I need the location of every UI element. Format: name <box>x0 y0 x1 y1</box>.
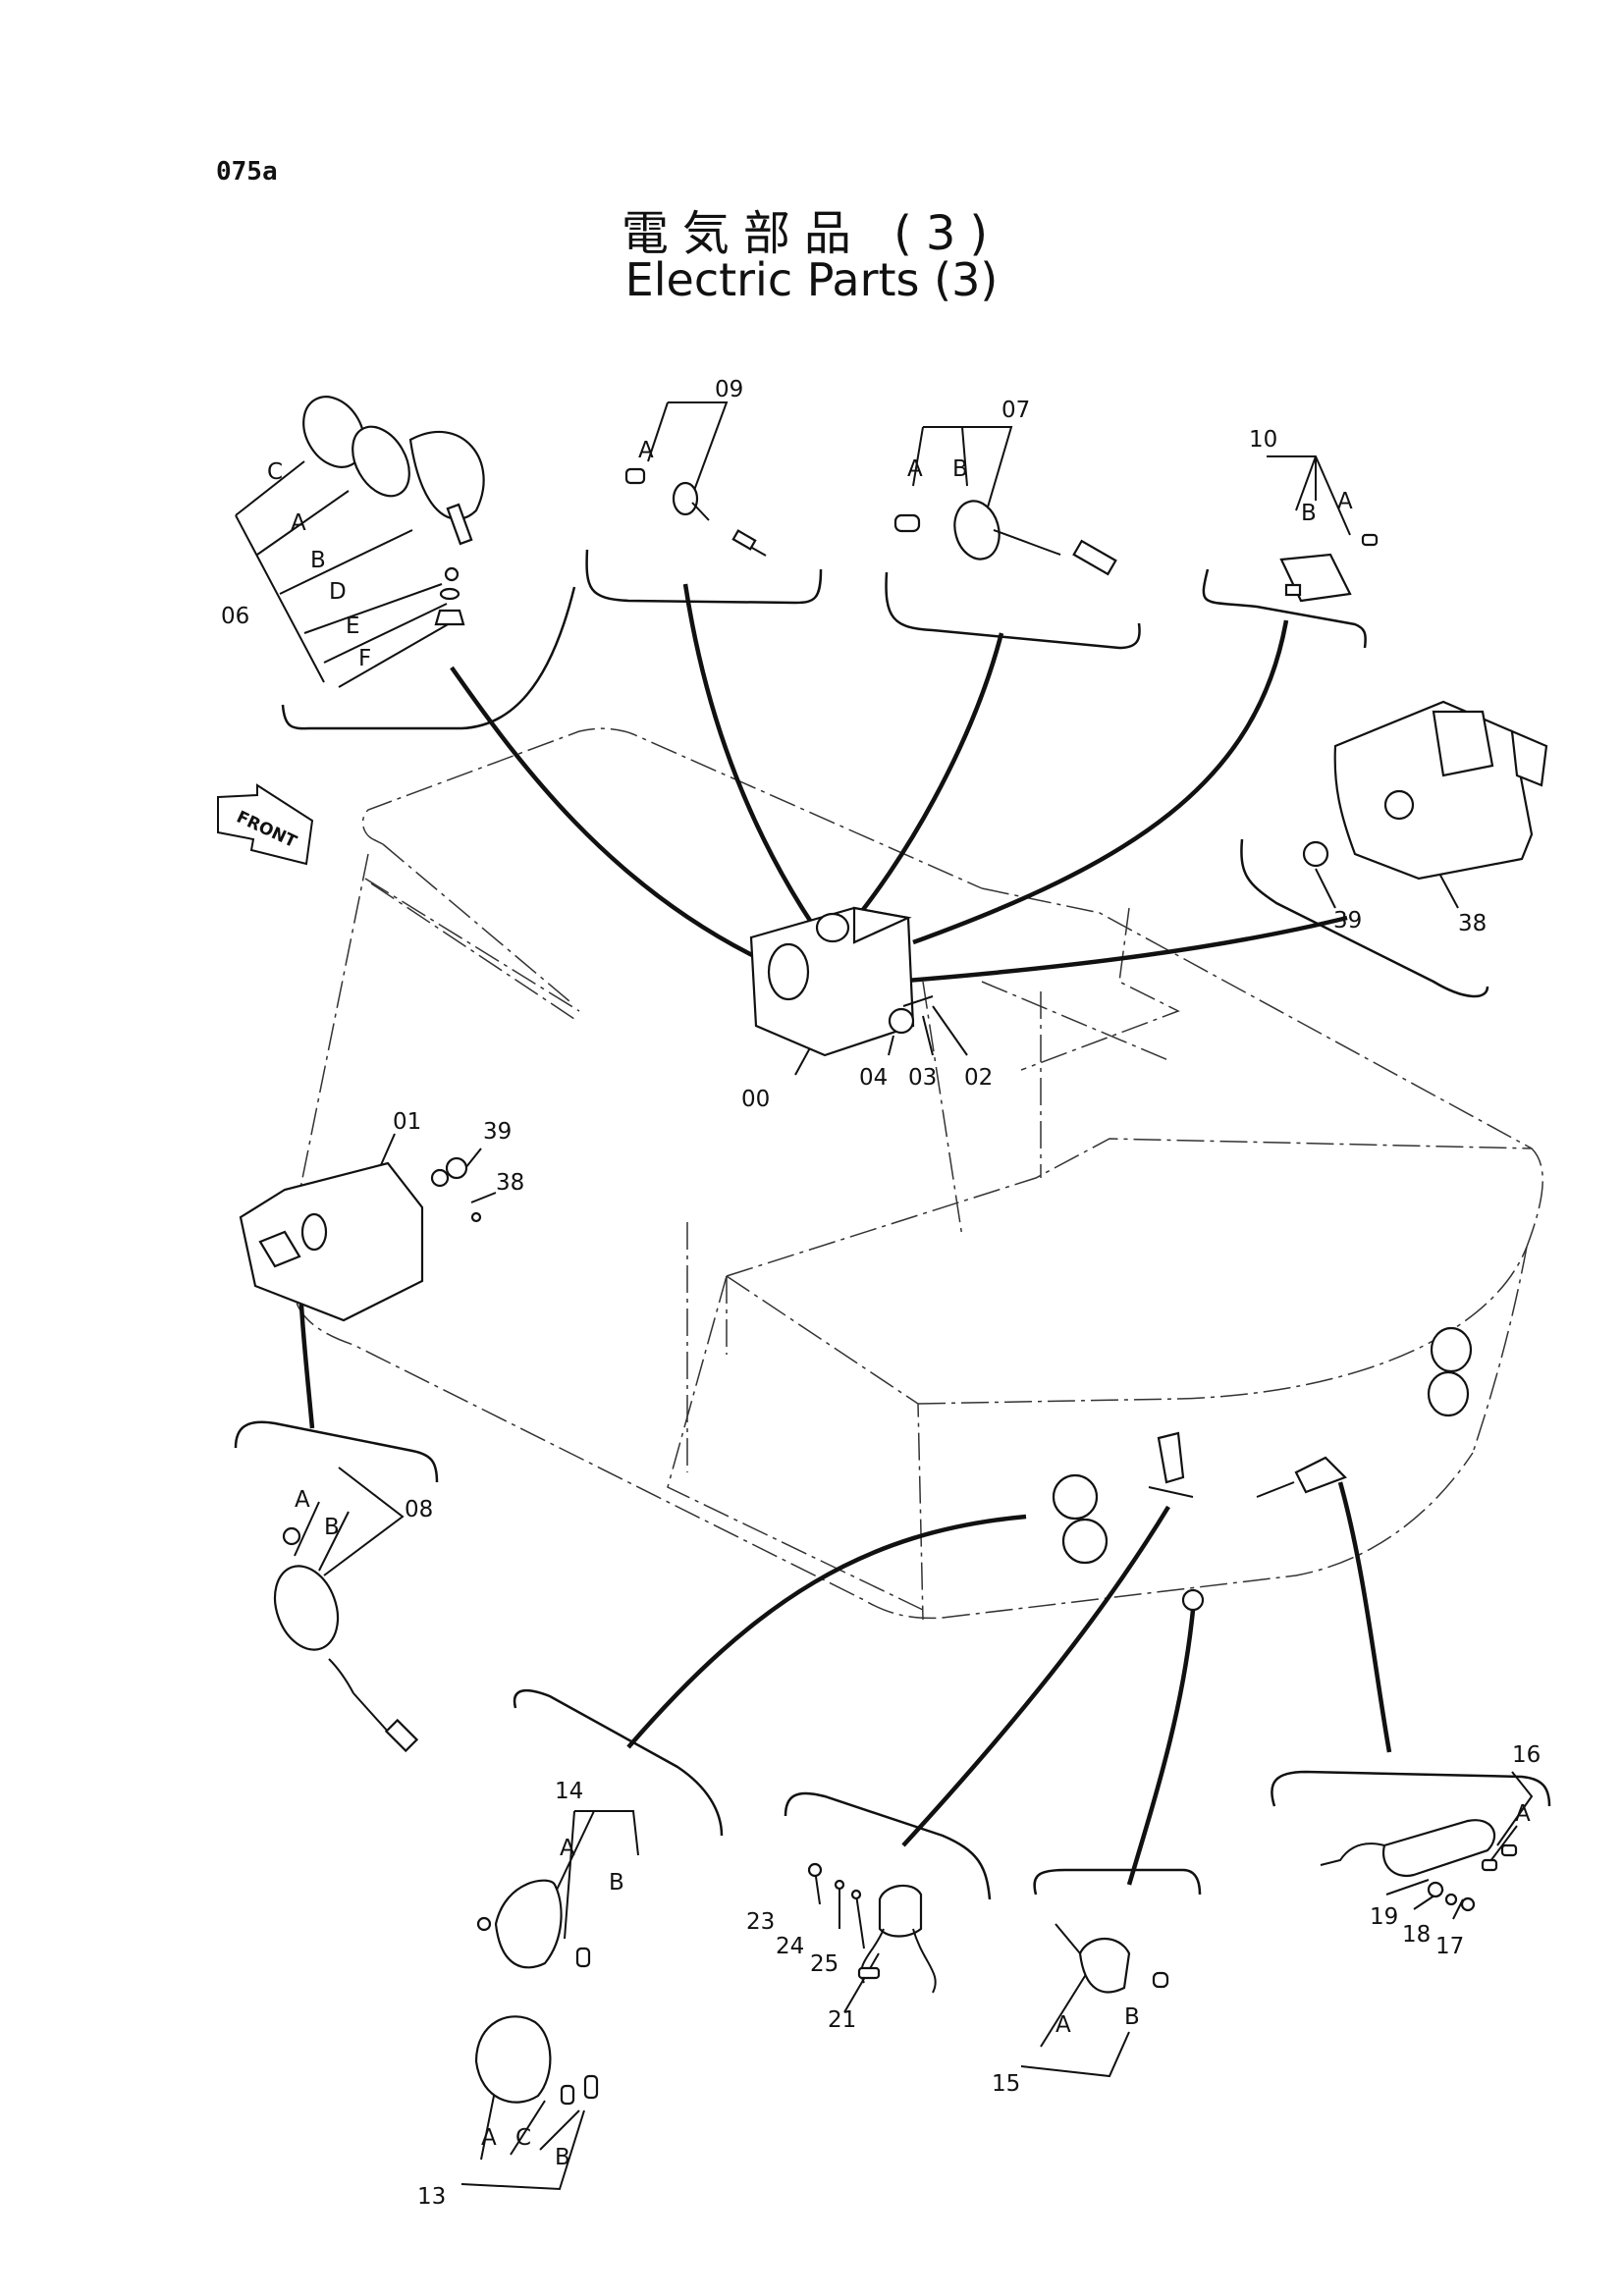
callout-08-a: A <box>295 1487 310 1513</box>
callout-07-b: B <box>952 456 968 482</box>
callout-10-a: A <box>1337 489 1353 514</box>
title-english: Electric Parts (3) <box>624 253 999 306</box>
callout-06-b: B <box>310 548 326 573</box>
callout-24: 24 <box>776 1934 804 1959</box>
callout-labels: 06 C A B D E F 09 A 07 A B 10 B A 39 38 … <box>221 377 1541 2210</box>
callout-25: 25 <box>810 1951 839 1977</box>
callout-15-b: B <box>1124 2004 1140 2030</box>
part-08-lamp-socket <box>273 1526 419 1753</box>
title-japanese: 電気部品 (3) <box>621 206 1002 261</box>
callout-19: 19 <box>1370 1904 1398 1930</box>
callout-08-b: B <box>324 1515 340 1540</box>
callout-15-a: A <box>1055 2012 1071 2038</box>
callout-09-a: A <box>638 438 654 463</box>
callout-04: 04 <box>859 1065 888 1091</box>
callout-38-left: 38 <box>496 1170 524 1196</box>
callout-08: 08 <box>405 1497 433 1522</box>
callout-10-b: B <box>1301 501 1317 526</box>
callout-06-a: A <box>291 510 306 536</box>
part-15-switch <box>1055 1923 1169 1994</box>
callout-18: 18 <box>1402 1922 1431 1948</box>
callout-16-a: A <box>1515 1801 1531 1827</box>
front-direction-arrow: FRONT <box>217 783 314 866</box>
leader-lines <box>297 583 1392 1886</box>
callout-06: 06 <box>221 604 249 629</box>
callout-17: 17 <box>1435 1934 1464 1959</box>
part-10-lamp-holder <box>1279 533 1379 603</box>
part-16-lamp-assembly <box>1320 1819 1518 1912</box>
part-01-left-bracket <box>239 1156 482 1322</box>
callout-13-a: A <box>481 2125 497 2151</box>
part-09-lamp-socket <box>624 467 767 557</box>
callout-06-c: C <box>267 459 283 485</box>
part-00-center-bracket <box>749 906 934 1057</box>
callout-14: 14 <box>555 1779 583 1804</box>
callout-14-a: A <box>560 1836 575 1861</box>
callout-group-arcs <box>234 549 1551 1900</box>
callout-03: 03 <box>908 1065 937 1091</box>
callout-06-e: E <box>346 614 360 639</box>
part-06-work-light <box>302 396 485 626</box>
callout-06-f: F <box>358 646 371 671</box>
machine-body-outline <box>294 727 1543 1621</box>
callout-07-a: A <box>907 456 923 482</box>
callout-01: 01 <box>393 1109 421 1135</box>
part-right-lamp-housing <box>1302 700 1548 881</box>
callout-09: 09 <box>715 377 743 402</box>
callout-07: 07 <box>1001 398 1030 423</box>
callout-15: 15 <box>992 2071 1020 2097</box>
callout-13-b: B <box>555 2145 570 2170</box>
callout-39-right: 39 <box>1333 908 1362 934</box>
callout-38-right: 38 <box>1458 911 1487 936</box>
front-arrow-label: FRONT <box>234 807 300 852</box>
callout-13-c: C <box>515 2125 531 2151</box>
callout-06-d: D <box>329 579 347 605</box>
right-side-small-parts <box>1052 1326 1473 1612</box>
callout-00: 00 <box>741 1087 770 1112</box>
part-13-lamp <box>474 2015 599 2106</box>
part-07-lamp <box>893 500 1117 576</box>
callout-16: 16 <box>1512 1742 1541 1768</box>
callout-10: 10 <box>1249 427 1277 453</box>
callout-23: 23 <box>746 1909 775 1935</box>
page-code: 075a <box>216 157 278 187</box>
part-21-switch <box>807 1862 937 1994</box>
part-14-lamp <box>476 1879 591 1969</box>
callout-14-b: B <box>609 1870 624 1896</box>
callout-02: 02 <box>964 1065 993 1091</box>
callout-13: 13 <box>417 2184 446 2210</box>
callout-39-left: 39 <box>483 1119 512 1145</box>
callout-21: 21 <box>828 2007 856 2033</box>
